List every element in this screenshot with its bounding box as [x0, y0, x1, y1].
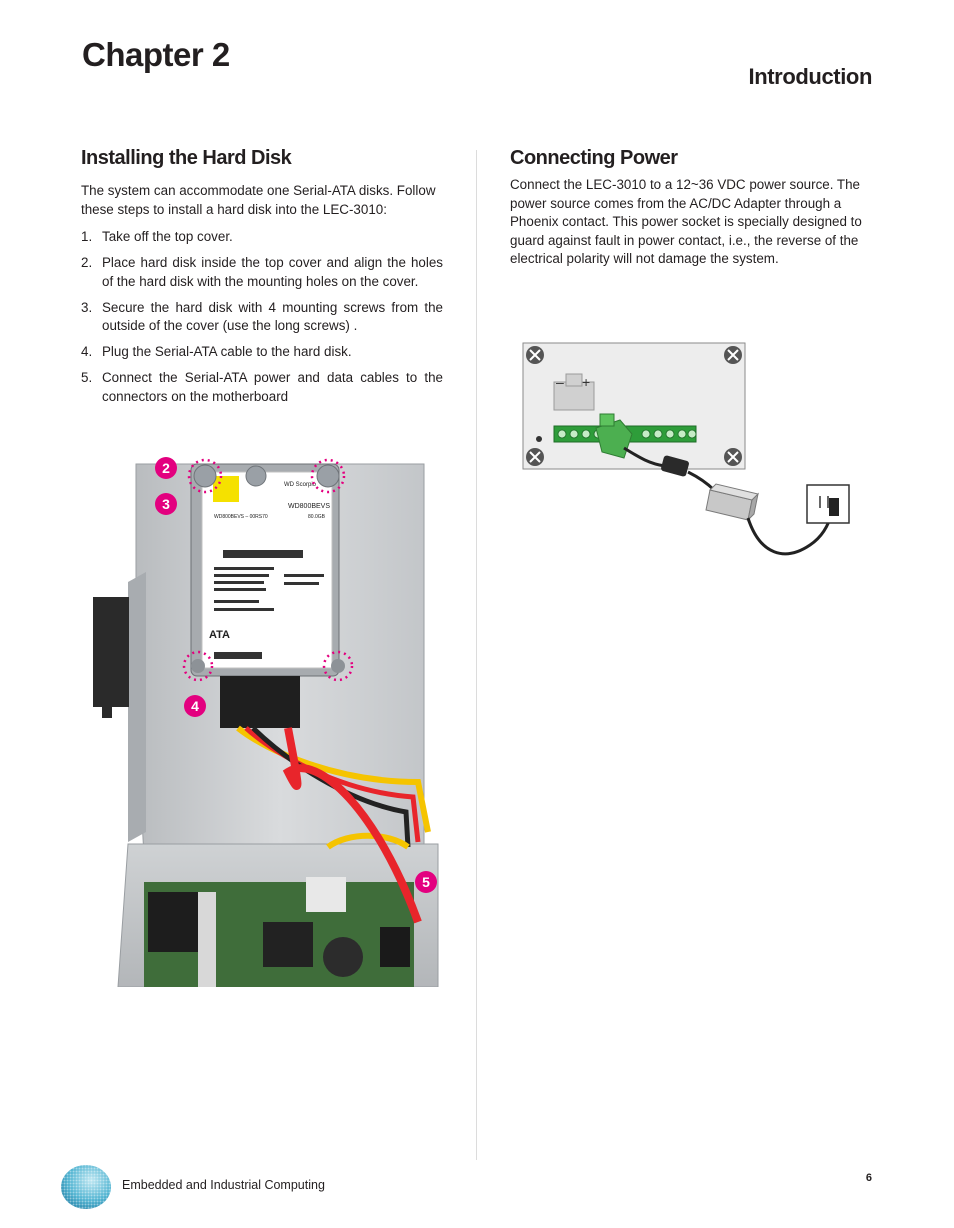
list-item: 3. Secure the hard disk with 4 mounting … [81, 299, 443, 336]
disk-capacity: 80.0GB [308, 514, 326, 520]
callout-3: 3 [155, 493, 177, 515]
wall-outlet-icon [806, 484, 850, 524]
ferrite-core [661, 455, 689, 477]
step-text: Plug the Serial-ATA cable to the hard di… [102, 344, 352, 359]
svg-text:4: 4 [191, 698, 199, 714]
footer-company-text: Embedded and Industrial Computing [122, 1178, 325, 1192]
install-steps-list: 1. Take off the top cover. 2. Place hard… [81, 228, 443, 414]
callout-5: 5 [415, 871, 437, 893]
list-item: 5. Connect the Serial-ATA power and data… [81, 369, 443, 406]
step-text: Secure the hard disk with 4 mounting scr… [102, 299, 443, 334]
list-item: 2. Place hard disk inside the top cover … [81, 254, 443, 291]
disk-model: WD800BEVS [288, 503, 330, 510]
screw-icon [526, 346, 544, 364]
step-number: 1. [81, 229, 93, 244]
svg-text:3: 3 [162, 496, 170, 512]
mounting-bracket [93, 597, 129, 707]
hard-disk-installation-photo: WD Scorpio WD800BEVS WD800BEVS – 00RS70 … [93, 457, 439, 987]
ac-dc-adapter [705, 483, 759, 522]
company-logo [61, 1165, 111, 1209]
install-intro-text: The system can accommodate one Serial-AT… [81, 183, 436, 217]
column-divider [476, 150, 477, 1160]
connecting-power-text: Connect the LEC-3010 to a 12~36 VDC powe… [510, 177, 862, 266]
sata-connector [220, 676, 300, 728]
sata-data-cable [282, 727, 422, 924]
disk-brand: WD Scorpio [284, 482, 317, 488]
chapter-title: Chapter 2 [82, 36, 230, 73]
power-connection-diagram: – + [522, 342, 850, 556]
section-title: Introduction [748, 64, 872, 89]
step-number: 5. [81, 370, 93, 385]
screw-icon [724, 448, 742, 466]
disk-model-line: WD800BEVS – 00RS70 [214, 514, 268, 520]
svg-text:5: 5 [422, 874, 430, 890]
connecting-power-heading: Connecting Power [510, 147, 678, 169]
sata-logo: ATA [209, 629, 230, 641]
install-hard-disk-heading: Installing the Hard Disk [81, 147, 292, 169]
list-item: 4. Plug the Serial-ATA cable to the hard… [81, 343, 443, 362]
callout-2: 2 [155, 457, 177, 479]
step-text: Connect the Serial-ATA power and data ca… [102, 370, 443, 404]
warning-label [213, 476, 239, 502]
svg-text:2: 2 [162, 460, 170, 476]
page-number: 6 [865, 1172, 872, 1184]
step-number: 3. [81, 299, 93, 315]
step-number: 2. [81, 255, 93, 270]
polarity-plus: + [582, 374, 590, 390]
polarity-minus: – [556, 374, 564, 390]
list-item: 1. Take off the top cover. [81, 228, 443, 247]
callout-4: 4 [184, 695, 206, 717]
step-text: Place hard disk inside the top cover and… [102, 255, 443, 289]
screw-icon [526, 448, 544, 466]
polarity-icon [553, 381, 595, 411]
step-number: 4. [81, 344, 93, 359]
step-text: Take off the top cover. [102, 229, 233, 244]
screw-icon [724, 346, 742, 364]
phoenix-plug [595, 419, 633, 459]
